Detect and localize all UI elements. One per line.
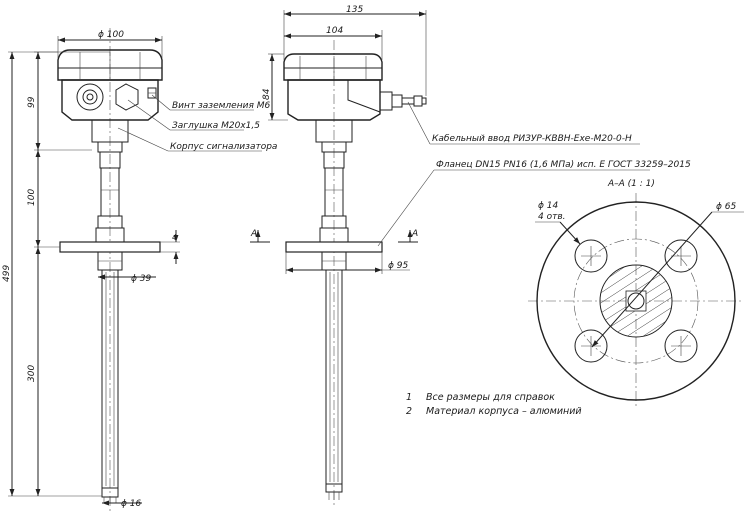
dim-t4: 4 bbox=[172, 233, 177, 242]
dim-h100: 100 bbox=[27, 189, 37, 206]
section-marker-right: А bbox=[411, 229, 418, 239]
dim-d14: ϕ 14 bbox=[538, 201, 559, 211]
callouts: Винт заземления М6 Заглушка М20x1,5 Корп… bbox=[117, 94, 277, 152]
dim-h84: 84 bbox=[262, 88, 272, 100]
dim-d65: ϕ 65 bbox=[716, 202, 737, 212]
callout-housing: Корпус сигнализатора bbox=[170, 142, 277, 152]
side-dimensions: 135 104 84 ϕ 95 А А bbox=[250, 5, 427, 274]
section-marker-left: А bbox=[250, 229, 257, 239]
callout-flange: Фланец DN15 PN16 (1,6 МПа) исп. Е ГОСТ 3… bbox=[436, 160, 691, 170]
section-view: А–А (1 : 1) bbox=[528, 179, 744, 409]
dim-holes: 4 отв. bbox=[538, 212, 566, 222]
dim-d16: ϕ 16 bbox=[121, 499, 142, 509]
dim-w104: 104 bbox=[326, 26, 343, 36]
note-1-text: Все размеры для справок bbox=[426, 392, 555, 403]
dim-h499: 499 bbox=[2, 265, 12, 282]
dim-d39: ϕ 39 bbox=[131, 274, 152, 284]
callout-ground-screw: Винт заземления М6 bbox=[172, 101, 270, 111]
callout-cable-entry: Кабельный ввод РИЗУР-КВВН-Exe-М20-0-Н bbox=[432, 134, 632, 144]
dim-d95: ϕ 95 bbox=[388, 261, 409, 271]
section-title: А–А (1 : 1) bbox=[607, 179, 655, 189]
side-view bbox=[283, 40, 427, 505]
dim-d100: ϕ 100 bbox=[98, 30, 124, 40]
front-view bbox=[57, 28, 163, 512]
note-2-num: 2 bbox=[406, 406, 412, 417]
dim-h99: 99 bbox=[27, 96, 37, 108]
notes: 1 Все размеры для справок 2 Материал кор… bbox=[406, 392, 582, 417]
note-2-text: Материал корпуса – алюминий bbox=[426, 406, 582, 417]
dim-w135: 135 bbox=[346, 5, 363, 15]
callout-plug: Заглушка М20x1,5 bbox=[172, 121, 260, 131]
dim-h300: 300 bbox=[27, 365, 37, 382]
front-dimensions: ϕ 100 99 100 300 499 4 ϕ 39 ϕ 16 bbox=[2, 30, 180, 509]
note-1-num: 1 bbox=[406, 392, 412, 403]
side-callouts: Кабельный ввод РИЗУР-КВВН-Exe-М20-0-Н Фл… bbox=[377, 101, 691, 247]
